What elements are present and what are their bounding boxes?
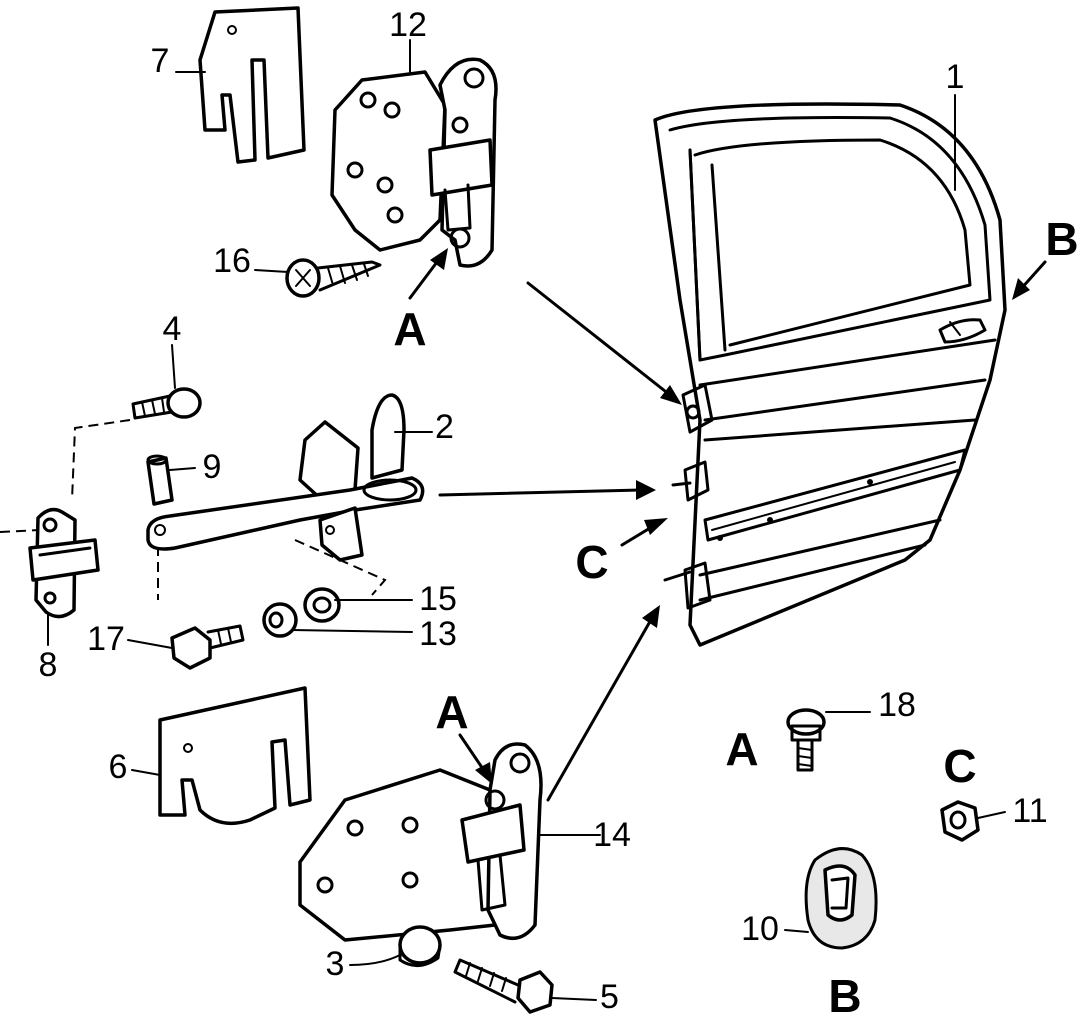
callout-14: 14 xyxy=(593,816,631,854)
callout-10: 10 xyxy=(741,910,779,948)
spacer-3 xyxy=(398,925,442,967)
washer-13 xyxy=(262,602,298,638)
letter-b-door: B xyxy=(1045,213,1078,265)
leader-lines xyxy=(47,39,1006,1001)
clip-10 xyxy=(804,847,878,950)
lower-hinge-knuckle xyxy=(460,742,543,941)
callout-12: 12 xyxy=(389,6,427,44)
nut-11 xyxy=(940,800,980,842)
callout-18: 18 xyxy=(878,686,916,724)
letter-b-detail: B xyxy=(828,970,861,1022)
callout-7: 7 xyxy=(151,42,170,80)
callout-2: 2 xyxy=(435,408,454,446)
lower-hinge-plate xyxy=(298,768,497,942)
callout-4: 4 xyxy=(163,310,182,348)
callout-8: 8 xyxy=(39,646,58,684)
washer-15 xyxy=(303,587,341,623)
callout-5: 5 xyxy=(600,978,619,1016)
callout-9: 9 xyxy=(203,448,222,486)
upper-hinge-knuckle xyxy=(428,57,498,268)
shim-plate-6 xyxy=(158,686,312,826)
letter-c-detail: C xyxy=(943,740,976,792)
bolt-17 xyxy=(170,624,245,670)
bolt-18 xyxy=(786,708,826,772)
bracket-8 xyxy=(28,507,100,619)
callout-6: 6 xyxy=(109,748,128,786)
callout-17: 17 xyxy=(87,620,125,658)
arrows xyxy=(408,248,1047,802)
door-shell xyxy=(653,102,1007,647)
spacer-9 xyxy=(146,454,174,506)
upper-hinge-plate xyxy=(330,70,447,252)
callout-1: 1 xyxy=(946,58,965,96)
screw-16 xyxy=(285,258,382,298)
letter-c-door: C xyxy=(575,536,608,588)
letter-a-lower: A xyxy=(435,686,468,738)
callout-16: 16 xyxy=(213,242,251,280)
letter-a-detail: A xyxy=(725,723,758,775)
callout-13: 13 xyxy=(419,615,457,653)
letter-a-upper: A xyxy=(393,303,426,355)
callout-11: 11 xyxy=(1012,792,1047,830)
callout-15: 15 xyxy=(419,580,457,618)
check-strap-2 xyxy=(146,393,425,562)
bolt-4 xyxy=(131,387,202,420)
bolt-5 xyxy=(453,958,554,1014)
callout-3: 3 xyxy=(326,945,345,983)
shim-plate-7 xyxy=(198,6,306,164)
